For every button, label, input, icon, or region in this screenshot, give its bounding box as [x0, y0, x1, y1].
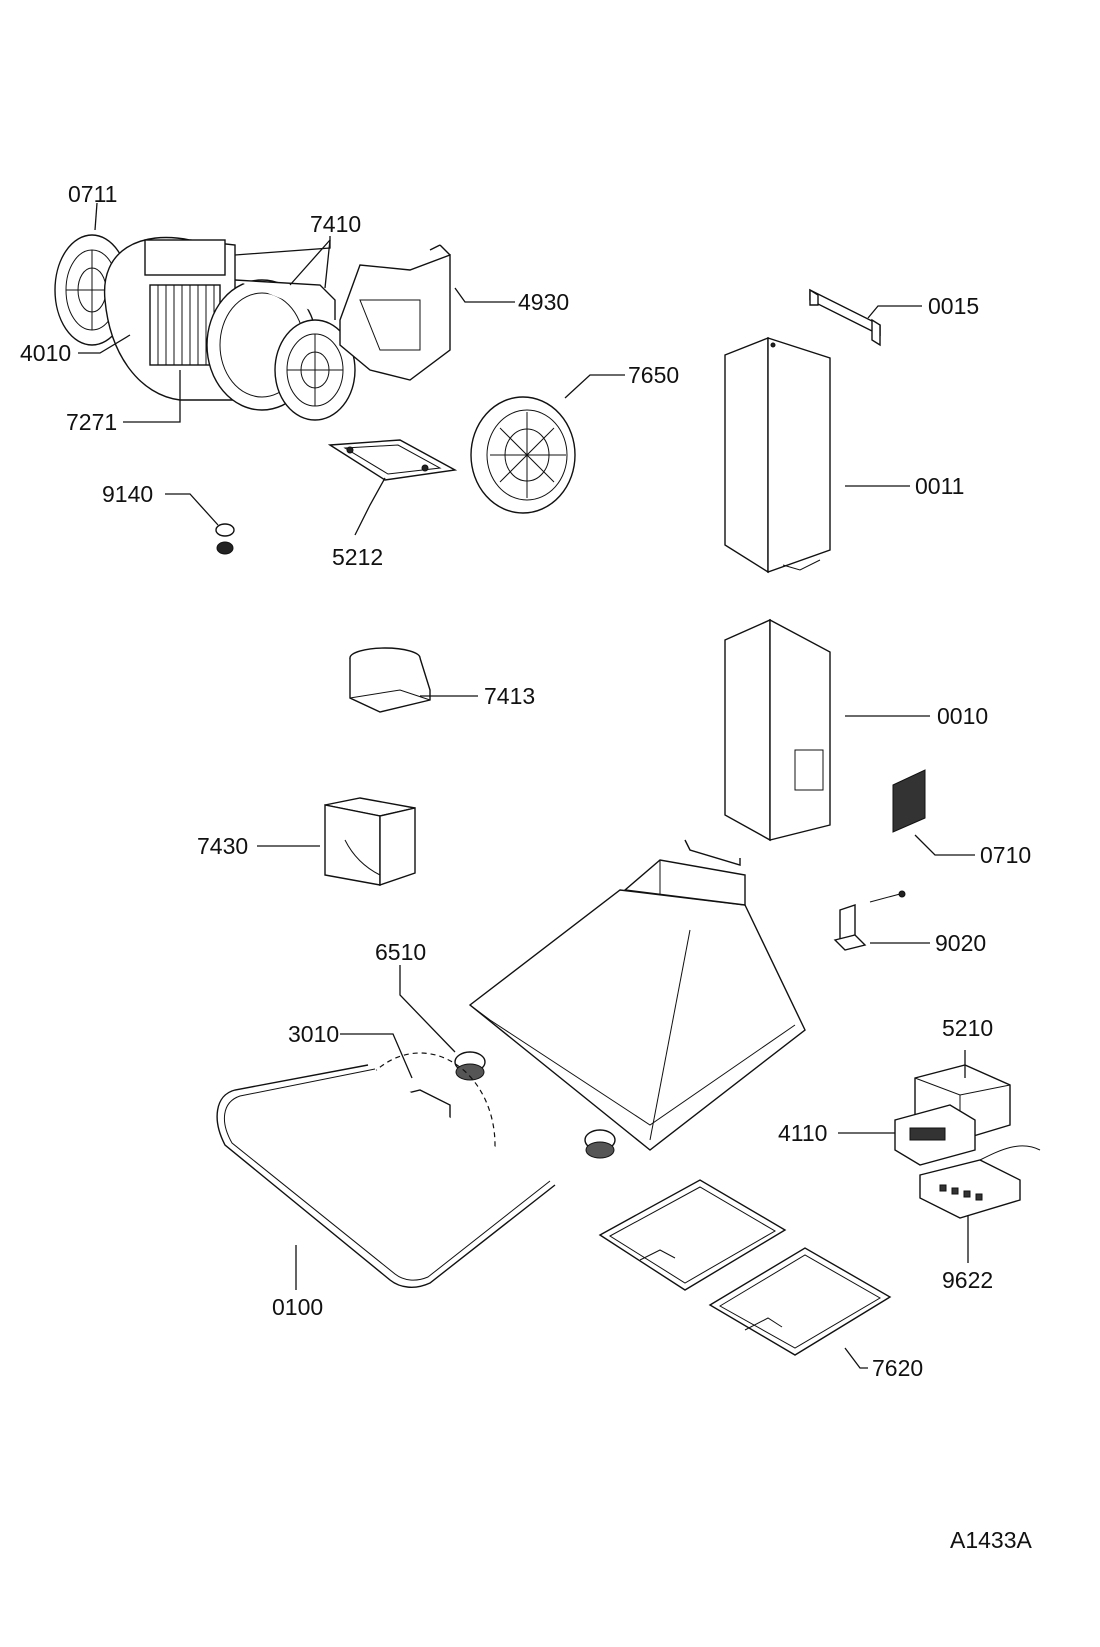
grease-filter-upper [598, 1179, 787, 1291]
label-9140: 9140 [102, 481, 153, 507]
label-9622: 9622 [942, 1267, 993, 1293]
motor-blower-assembly [54, 234, 356, 421]
knob-6510 [454, 1051, 486, 1081]
grease-filter-lower-7620 [708, 1247, 892, 1356]
knob-front [584, 1129, 616, 1159]
label-6510: 6510 [375, 939, 426, 965]
label-7650: 7650 [628, 362, 679, 388]
drawing-code: A1433A [950, 1527, 1033, 1553]
label-7271: 7271 [66, 409, 117, 435]
label-0100: 0100 [272, 1294, 323, 1320]
label-0711: 0711 [68, 181, 117, 207]
grille-0710 [892, 769, 926, 833]
part-labels: 0711 7410 4930 0015 4010 7650 7271 0011 … [20, 181, 1033, 1553]
hood-canopy [468, 839, 806, 1151]
clip-9020 [833, 890, 906, 951]
label-7410: 7410 [310, 211, 361, 237]
switch-board-9622 [919, 1145, 1041, 1219]
label-3010: 3010 [288, 1021, 339, 1047]
bracket-0015 [809, 288, 881, 347]
label-0010: 0010 [937, 703, 988, 729]
leader-lines [78, 202, 975, 1369]
filter-box-7430 [324, 797, 416, 886]
transformer-4110 [894, 1104, 976, 1166]
carbon-filter-7650 [470, 396, 576, 514]
lower-chimney-0010 [724, 618, 831, 842]
label-4010: 4010 [20, 340, 71, 366]
label-5212: 5212 [332, 544, 383, 570]
duct-connector-7413 [349, 647, 431, 713]
frame-profile-0100 [216, 1064, 556, 1288]
label-4110: 4110 [778, 1120, 827, 1146]
label-0015: 0015 [928, 293, 979, 319]
label-0710: 0710 [980, 842, 1031, 868]
housing-top-bracket [144, 239, 226, 276]
upper-chimney-0011 [724, 336, 831, 574]
label-7430: 7430 [197, 833, 248, 859]
label-7413: 7413 [484, 683, 535, 709]
label-7620: 7620 [872, 1355, 923, 1381]
knobs-9140 [215, 523, 235, 555]
label-5210: 5210 [942, 1015, 993, 1041]
label-4930: 4930 [518, 289, 569, 315]
motor-mount-frame-4930 [339, 244, 451, 381]
label-9020: 9020 [935, 930, 986, 956]
label-0011: 0011 [915, 473, 964, 499]
mounting-plate-5212 [327, 439, 458, 481]
